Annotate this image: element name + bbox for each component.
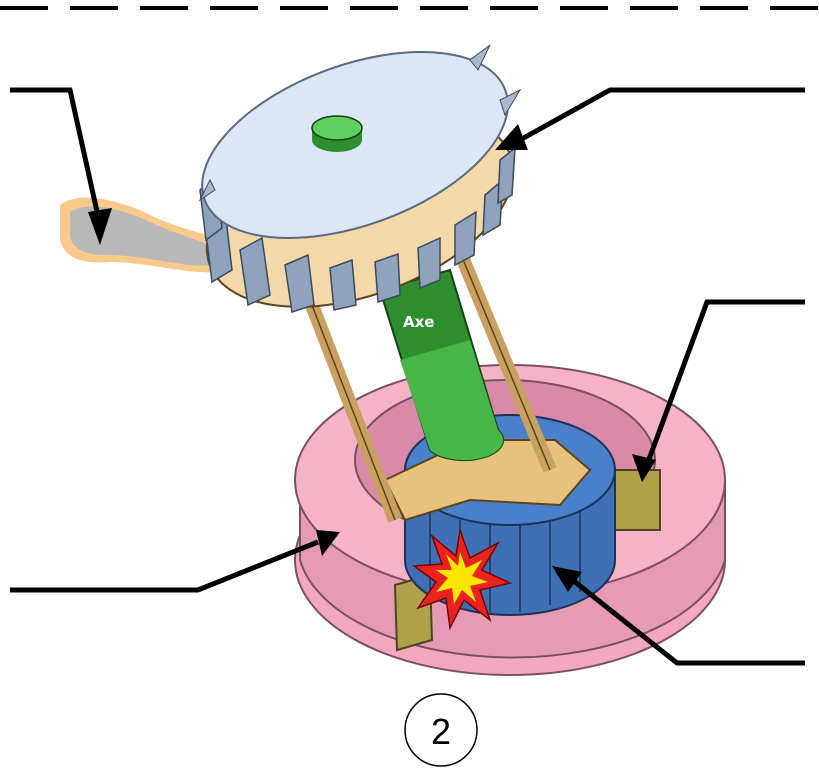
figure-number: 2 (431, 711, 451, 752)
support-rods (303, 237, 557, 523)
hub (311, 115, 363, 152)
turbine (198, 44, 522, 313)
coil-right (609, 469, 661, 531)
axle-label: Axe (403, 313, 434, 331)
explosion-icon (411, 529, 513, 631)
arrowhead-top-left (88, 208, 112, 245)
arrowhead-top-right (495, 124, 528, 150)
figure-number-badge: 2 (404, 693, 478, 767)
callout-top-right (518, 87, 805, 143)
callout-bottom-left (10, 539, 319, 593)
callout-bottom-right (568, 576, 805, 666)
arrowhead-bottom-left (316, 530, 340, 556)
callout-mid-right (645, 299, 805, 463)
arrowhead-mid-right (632, 454, 656, 482)
arrowhead-bottom-right (552, 566, 582, 592)
callout-top-left (10, 87, 103, 226)
axle: Axe (378, 268, 505, 462)
